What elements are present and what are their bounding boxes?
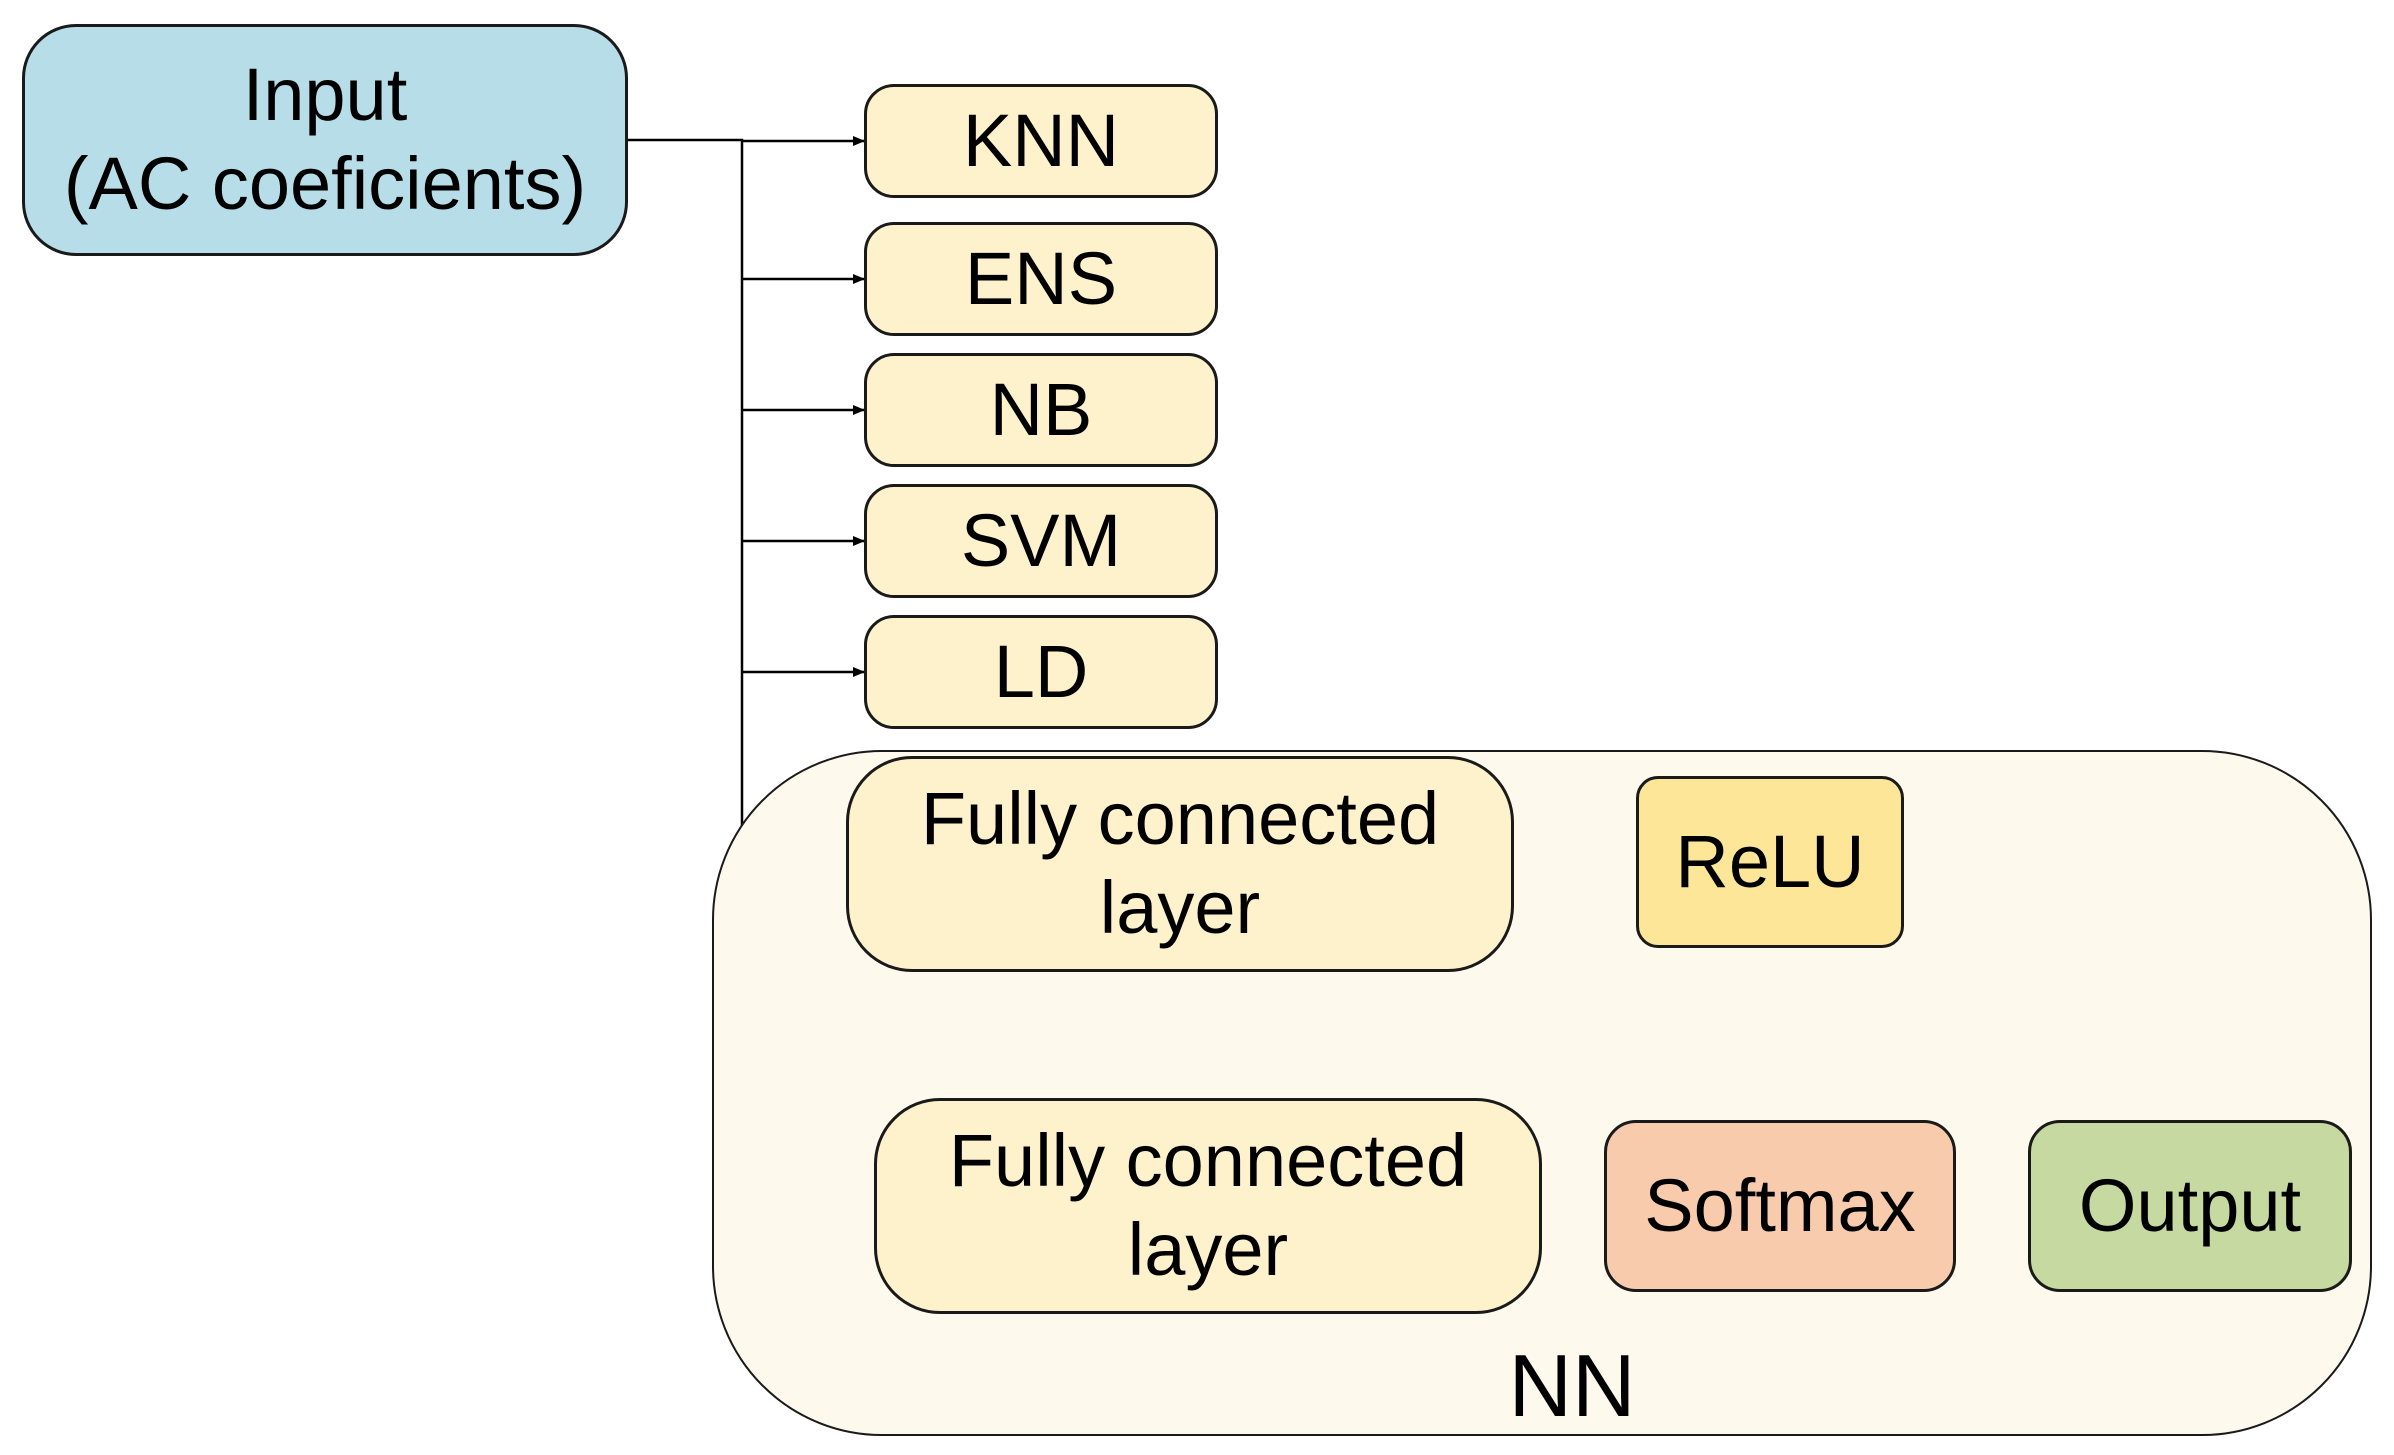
relu-label: ReLU <box>1675 819 1865 903</box>
classifier-nb-node: NB <box>864 353 1218 467</box>
classifier-ens-node: ENS <box>864 222 1218 336</box>
classifier-svm-node: SVM <box>864 484 1218 598</box>
classifier-svm-label: SVM <box>960 498 1122 582</box>
softmax-node: Softmax <box>1604 1120 1956 1292</box>
relu-node: ReLU <box>1636 776 1904 948</box>
classifier-knn-node: KNN <box>864 84 1218 198</box>
softmax-label: Softmax <box>1644 1163 1916 1247</box>
classifier-ld-label: LD <box>993 629 1089 713</box>
output-label: Output <box>2078 1163 2302 1247</box>
connector-input-trunk <box>628 138 744 866</box>
classifier-ens-label: ENS <box>964 236 1118 320</box>
classifier-ld-node: LD <box>864 615 1218 729</box>
fully-connected-layer-2-node: Fully connected layer <box>874 1098 1542 1314</box>
classifier-knn-label: KNN <box>962 98 1120 182</box>
fully-connected-layer-1-label: Fully connected layer <box>920 777 1440 949</box>
nn-group-label: NN <box>1508 1336 1636 1435</box>
fully-connected-layer-1-node: Fully connected layer <box>846 756 1514 972</box>
input-node: Input (AC coeficients) <box>22 24 628 256</box>
input-node-label: Input (AC coeficients) <box>63 53 587 225</box>
fully-connected-layer-2-label: Fully connected layer <box>948 1119 1468 1291</box>
classifier-nb-label: NB <box>989 367 1093 451</box>
output-node: Output <box>2028 1120 2352 1292</box>
